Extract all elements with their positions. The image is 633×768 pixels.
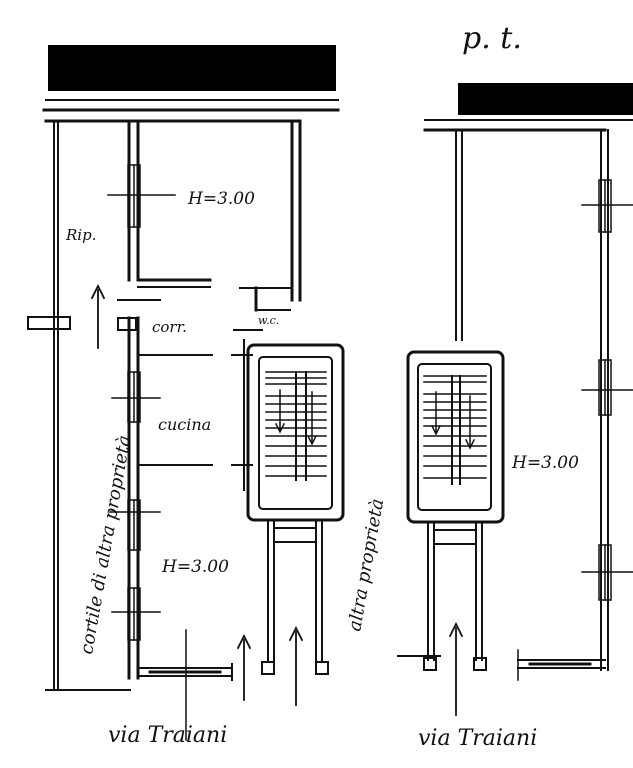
- redaction-bar-right: [458, 83, 633, 115]
- room-label-bottom-room: H=3.00: [161, 557, 229, 577]
- right-staircase: [406, 350, 505, 671]
- redaction-bar-left: [48, 45, 336, 91]
- left-staircase: [246, 343, 345, 675]
- room-label-kitchen: cucina: [158, 415, 211, 434]
- room-label-top-room: H=3.00: [187, 189, 255, 209]
- left-entry-arrows: [90, 283, 304, 706]
- room-label-ripostiglio: Rip.: [65, 226, 96, 244]
- left-side-label: cortile di altra proprietà: [76, 434, 135, 656]
- right-plan-walls: [397, 119, 633, 681]
- right-room-label: H=3.00: [511, 453, 579, 473]
- room-label-wc: w.c.: [258, 314, 279, 327]
- room-label-corridor: corr.: [152, 318, 187, 336]
- right-street-label: via Traiani: [418, 726, 537, 751]
- floor-label: p. t.: [462, 21, 522, 56]
- right-entry-arrow: [448, 621, 464, 716]
- left-plan-walls: [27, 99, 340, 741]
- right-side-label: altra proprietà: [344, 497, 388, 633]
- left-street-label: via Traiani: [108, 723, 227, 748]
